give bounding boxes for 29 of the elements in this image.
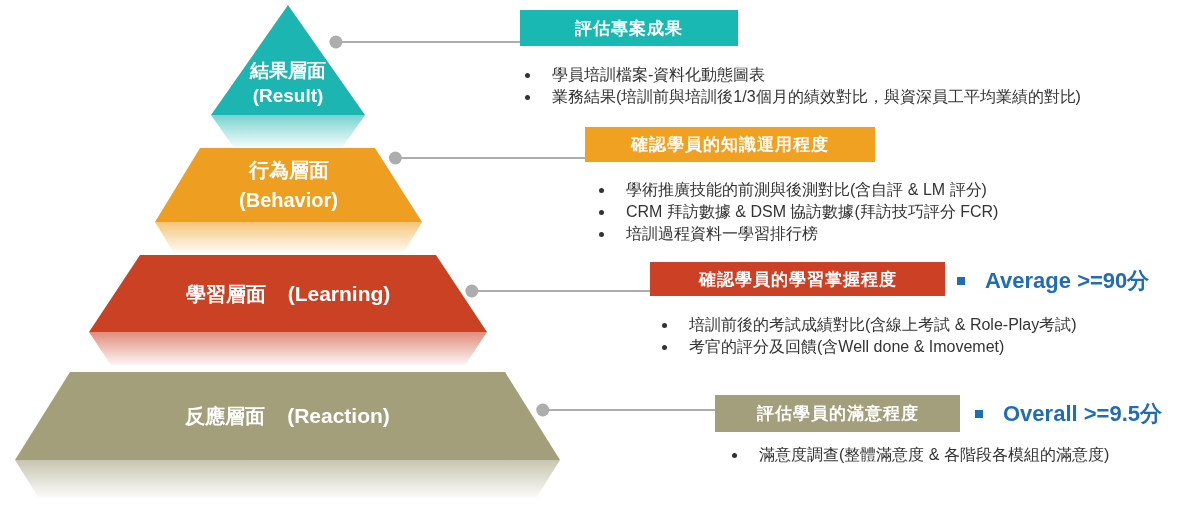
target-score: Average >=90分 bbox=[985, 268, 1150, 294]
bullet-text: 業務結果(培訓前與培訓後1/3個月的績效對比，與資深員工平均業績的對比) bbox=[552, 87, 1081, 107]
tier-title: 反應層面 bbox=[185, 404, 266, 428]
bullet-text: 學術推廣技能的前測與後測對比(含自評 & LM 評分) bbox=[626, 180, 987, 200]
tier-subtitle: (Learning) bbox=[287, 281, 391, 306]
bullet-text: 學員培訓檔案-資料化動態圖表 bbox=[552, 65, 766, 85]
leader-line bbox=[536, 403, 716, 417]
pyramid-tier bbox=[15, 372, 560, 497]
level-heading: 評估學員的滿意程度 bbox=[715, 395, 960, 432]
level-heading: 評估專案成果 bbox=[520, 10, 738, 46]
tier-subtitle: (Result) bbox=[252, 84, 324, 108]
level-heading: 確認學員的知識運用程度 bbox=[585, 127, 875, 162]
bullet-text: 培訓過程資料一學習排行榜 bbox=[626, 224, 818, 244]
tier-title: 行為層面 bbox=[248, 158, 329, 182]
tier-title: 結果層面 bbox=[250, 59, 326, 83]
leader-line bbox=[465, 284, 651, 298]
pyramid-tier bbox=[211, 5, 365, 147]
leader-line bbox=[388, 151, 586, 165]
level-heading: 確認學員的學習掌握程度 bbox=[650, 262, 945, 296]
tier-subtitle: (Reaction) bbox=[287, 404, 390, 428]
tier-title: 學習層面 bbox=[185, 281, 266, 306]
pyramid-tier bbox=[155, 148, 422, 252]
pyramid-tier bbox=[89, 255, 487, 365]
bullet-text: CRM 拜訪數據 & DSM 協訪數據(拜訪技巧評分 FCR) bbox=[626, 202, 999, 222]
bullet-text: 培訓前後的考試成績對比(含線上考試 & Role-Play考試) bbox=[689, 315, 1077, 335]
leader-line bbox=[329, 35, 521, 49]
bullet-text: 考官的評分及回饋(含Well done & Imovemet) bbox=[689, 337, 1005, 357]
tier-subtitle: (Behavior) bbox=[239, 188, 338, 212]
target-score: Overall >=9.5分 bbox=[1003, 401, 1162, 427]
